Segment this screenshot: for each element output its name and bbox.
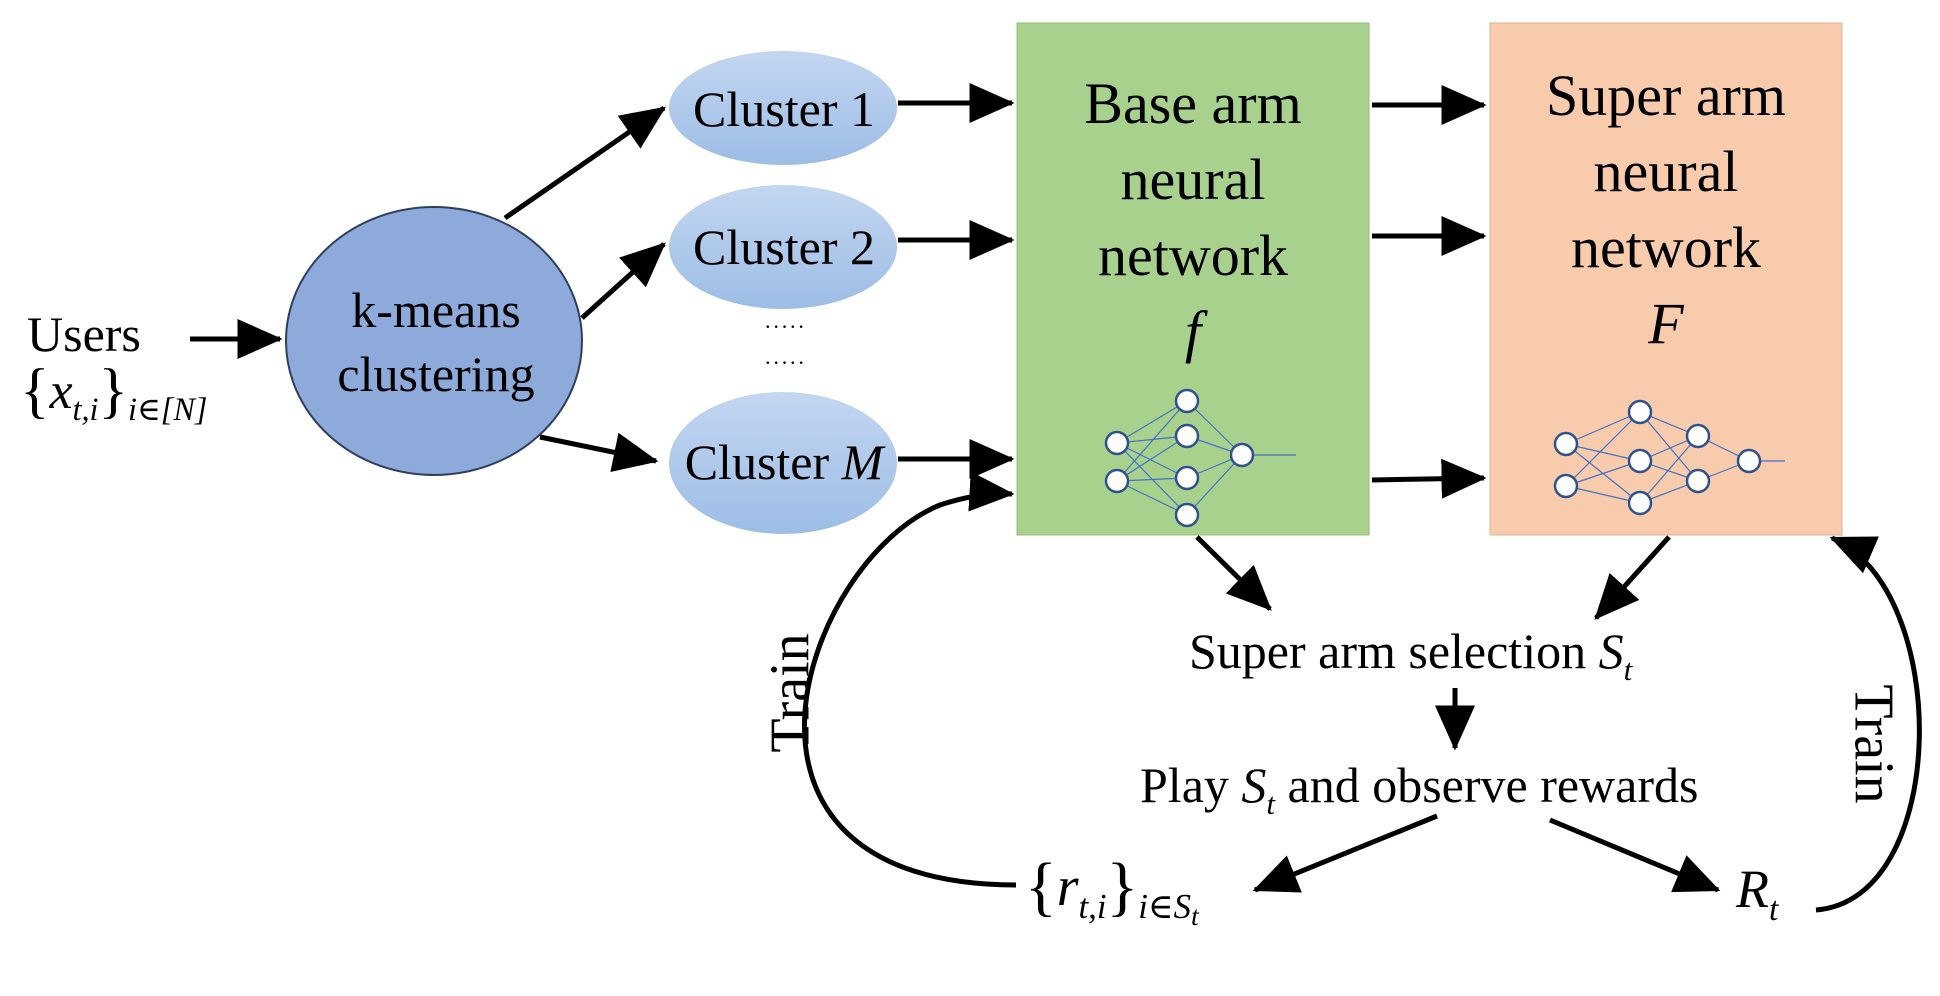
base-net-node xyxy=(1104,468,1130,494)
base-net-node xyxy=(1174,423,1200,449)
base-net-node xyxy=(1174,388,1200,414)
base-rewards: {rt,i}i∈St xyxy=(1025,850,1199,933)
kmeans-line-2: clustering xyxy=(337,346,535,402)
arrow-super-to-selection xyxy=(1594,535,1671,620)
super-net-node xyxy=(1553,431,1579,457)
users-set-index: i∈[N] xyxy=(127,391,208,428)
cluster-1-prefix: Cluster xyxy=(693,81,838,137)
base-network-line-1: Base arm xyxy=(1084,71,1302,136)
cluster-node-m xyxy=(669,392,897,534)
base-net-node xyxy=(1104,430,1130,456)
arrow-kmeans-to-cluster-1 xyxy=(503,105,667,221)
cluster-node-2 xyxy=(669,185,897,309)
arrow-base-to-selection xyxy=(1195,535,1272,611)
cluster-2-prefix: Cluster xyxy=(693,219,838,275)
cluster-label-m: Cluster M xyxy=(669,437,899,487)
cluster-2-suffix: 2 xyxy=(849,219,875,275)
cluster-label-2: Cluster 2 xyxy=(669,222,899,272)
cluster-m-prefix: Cluster xyxy=(684,434,830,490)
arrow-play-to-base-rewards xyxy=(1252,813,1438,893)
play-suffix: and observe rewards xyxy=(1287,757,1699,813)
base-network-line-2: neural xyxy=(1120,147,1266,212)
super-reward-var: R xyxy=(1736,859,1769,919)
base-rewards-var: r xyxy=(1056,856,1079,918)
base-network-box xyxy=(1016,22,1370,536)
users-set-var: x xyxy=(49,363,73,420)
selection-label: Super arm selection St xyxy=(1189,623,1632,685)
cluster-label-1: Cluster 1 xyxy=(669,84,899,134)
play-label: Play St and observe rewards xyxy=(1140,757,1699,819)
base-rewards-index-sub: t xyxy=(1190,901,1199,933)
base-rewards-sub: t,i xyxy=(1078,887,1107,927)
super-net-node xyxy=(1627,399,1653,425)
super-network-line-3: network xyxy=(1570,215,1762,280)
super-network-symbol: F xyxy=(1648,291,1684,356)
train-loop-left xyxy=(801,471,1017,888)
base-net-node xyxy=(1174,465,1200,491)
super-net-node xyxy=(1736,448,1762,474)
play-sub: t xyxy=(1266,785,1276,821)
base-net-node xyxy=(1229,442,1255,468)
kmeans-label: k-means clustering xyxy=(286,278,586,406)
super-reward-sub: t xyxy=(1769,890,1779,928)
play-var: S xyxy=(1241,757,1267,813)
super-network-line-2: neural xyxy=(1593,139,1739,204)
arrow-base-to-super-3 xyxy=(1371,458,1487,499)
users-set-subscript: t,i xyxy=(72,391,99,428)
kmeans-line-1: k-means xyxy=(351,282,521,338)
selection-sub: t xyxy=(1623,651,1633,687)
base-network-line-3: network xyxy=(1097,223,1289,288)
base-net-node xyxy=(1174,502,1200,528)
super-network-line-1: Super arm xyxy=(1546,63,1786,128)
cluster-ellipsis-2: ····· xyxy=(764,350,806,375)
users-label: Users xyxy=(27,306,141,362)
arrow-kmeans-to-cluster-2 xyxy=(580,242,666,320)
selection-var: S xyxy=(1598,623,1624,679)
arrow-kmeans-to-cluster-m xyxy=(539,432,659,472)
super-reward: Rt xyxy=(1736,859,1778,926)
base-network-label: Base arm neural network f xyxy=(1017,66,1369,370)
cluster-m-suffix: M xyxy=(841,434,884,490)
cluster-ellipsis-1: ····· xyxy=(764,314,806,339)
super-network-label: Super arm neural network F xyxy=(1490,58,1842,362)
super-net-node xyxy=(1685,423,1711,449)
super-net-node xyxy=(1627,490,1653,516)
train-label-left: Train xyxy=(759,633,822,753)
users-set: {xt,i}i∈[N] xyxy=(20,357,208,428)
base-network-symbol: f xyxy=(1184,299,1202,364)
super-net-node xyxy=(1553,473,1579,499)
train-loop-right xyxy=(1815,535,1922,913)
kmeans-node xyxy=(285,206,583,476)
super-net-node xyxy=(1685,468,1711,494)
base-rewards-index: i∈S xyxy=(1138,887,1191,927)
selection-text: Super arm selection xyxy=(1189,623,1587,679)
play-prefix: Play xyxy=(1140,757,1229,813)
cluster-node-1 xyxy=(669,51,897,165)
cluster-1-suffix: 1 xyxy=(849,81,875,137)
arrow-play-to-super-reward xyxy=(1549,817,1721,893)
train-label-right: Train xyxy=(1842,684,1905,804)
super-net-node xyxy=(1627,448,1653,474)
